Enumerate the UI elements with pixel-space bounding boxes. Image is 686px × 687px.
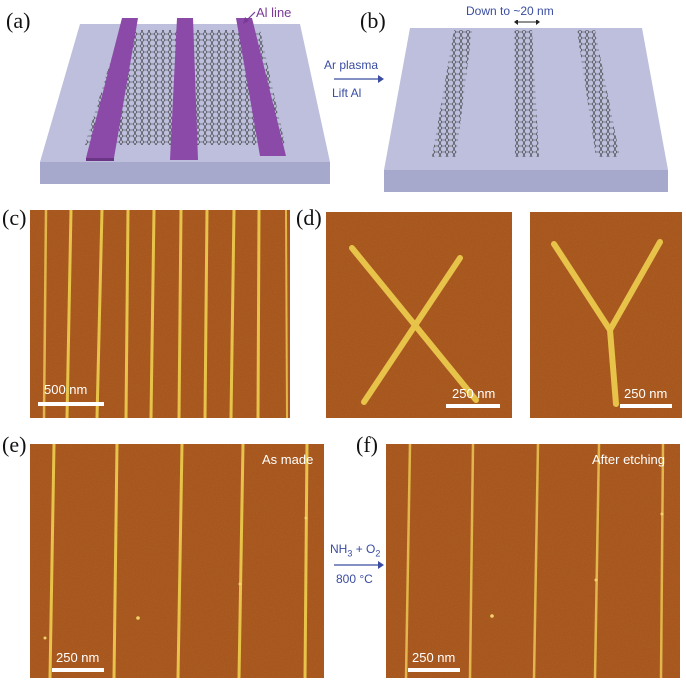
afm-image-f xyxy=(386,444,680,678)
al-line-2 xyxy=(170,18,198,160)
scale-bar-e xyxy=(52,668,104,672)
panel-label-c: (c) xyxy=(2,205,27,230)
scale-bar-label-d-right: 250 nm xyxy=(624,386,668,401)
ribbon-1 xyxy=(432,30,472,157)
afm-image-e xyxy=(30,444,324,678)
panel-label-b: (b) xyxy=(360,8,386,33)
arrow-ab xyxy=(334,75,384,83)
panel-label-e: (e) xyxy=(2,432,27,457)
scale-bar-label-c: 500 nm xyxy=(44,382,88,397)
scale-bar-label-f: 250 nm xyxy=(412,650,456,665)
panel-label-f: (f) xyxy=(356,432,378,457)
scale-bar-f xyxy=(408,668,460,672)
arrow-ab-text1: Ar plasma xyxy=(324,58,379,72)
arrow-ef xyxy=(334,561,384,569)
panel-label-d: (d) xyxy=(296,205,322,230)
ribbon-width-label: Down to ~20 nm xyxy=(466,4,554,18)
ribbon-3 xyxy=(577,30,620,157)
arrow-ef-text2: 800 °C xyxy=(336,572,373,586)
scale-bar-d-left xyxy=(446,404,500,408)
ribbon-2 xyxy=(514,30,539,157)
schematic-b xyxy=(384,20,668,192)
al-line-3 xyxy=(236,18,286,156)
afm-image-c xyxy=(30,210,290,418)
arrow-ab-text2: Lift Al xyxy=(332,86,362,100)
schematic-a xyxy=(40,11,330,184)
scale-bar-label-e: 250 nm xyxy=(56,650,100,665)
afm-image-d-right xyxy=(530,212,682,418)
al-line-label: Al line xyxy=(256,5,292,20)
scale-bar-label-d-left: 250 nm xyxy=(452,386,496,401)
scale-bar-d-right xyxy=(620,404,672,408)
scale-bar-c xyxy=(38,402,104,406)
al-line-1 xyxy=(86,18,138,158)
afm-image-d-left xyxy=(326,212,512,418)
panel-e-title: As made xyxy=(262,452,314,467)
arrow-ef-text1: NH3 + O2 xyxy=(330,542,381,559)
panel-f-title: After etching xyxy=(592,452,665,467)
panel-label-a: (a) xyxy=(6,8,31,33)
